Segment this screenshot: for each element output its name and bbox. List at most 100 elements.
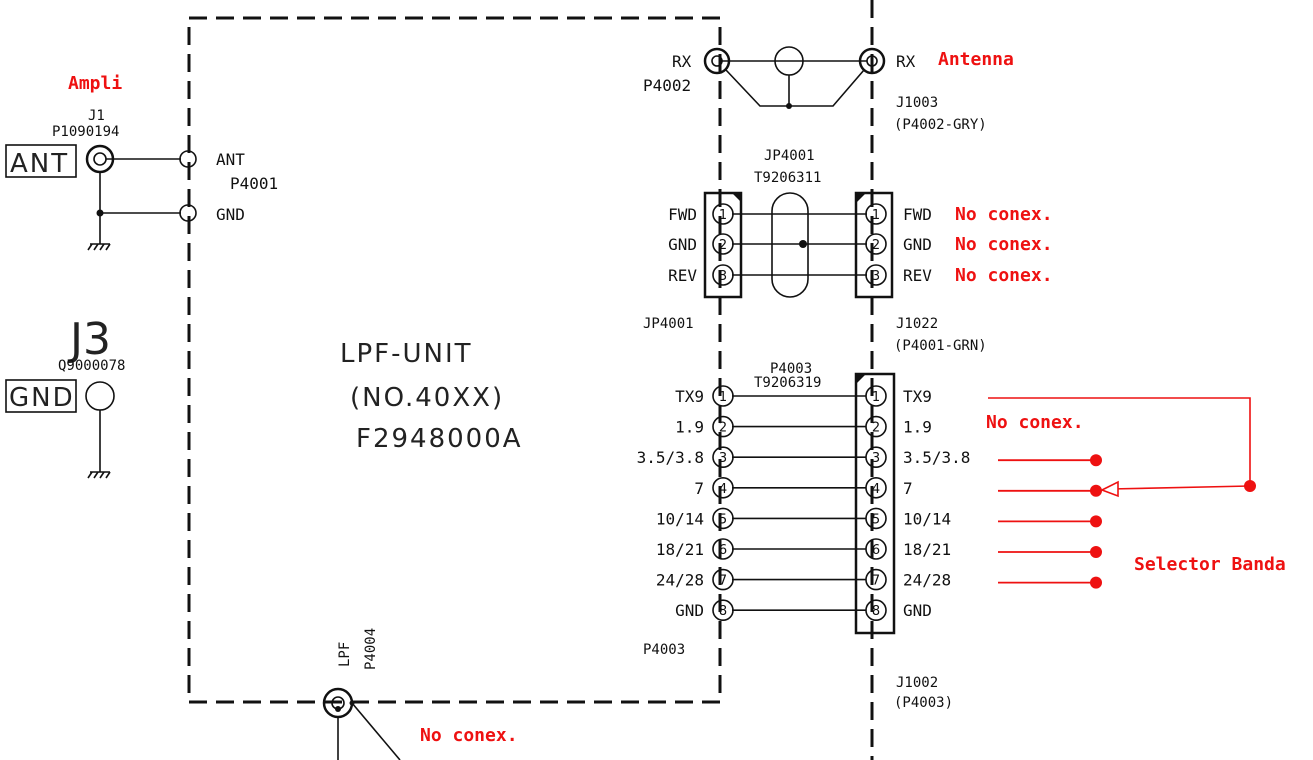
- pin-number: 7: [872, 574, 880, 589]
- p4003-bottom-label: P4003: [643, 642, 685, 658]
- j1002-right-pin: [865, 385, 887, 407]
- j1022-sub-label: (P4001-GRN): [894, 338, 987, 354]
- j3-part-label: Q9000078: [58, 358, 125, 374]
- pin-number: 4: [719, 482, 727, 497]
- ant-box-label: ANT: [10, 149, 69, 179]
- j3-label: J3: [67, 314, 111, 365]
- j3-ground-symbol: [87, 471, 111, 479]
- pin-number: 1: [719, 208, 727, 223]
- j1002-right-pin: [865, 415, 887, 438]
- j1002-pin1-marker: [856, 374, 866, 384]
- pin-number: 1: [719, 390, 727, 405]
- rx-shield-junction: [786, 103, 792, 109]
- unit-part-number: F2948000A: [356, 424, 523, 454]
- j1002-right-pin-label: 3.5/3.8: [903, 448, 970, 467]
- pin-number: 3: [719, 451, 727, 466]
- j1-label: J1: [88, 108, 105, 124]
- p4004-shield-lead: [351, 702, 401, 760]
- jp4001-right-pin: [865, 203, 887, 225]
- j1002-right-pin-label: 7: [903, 479, 913, 498]
- pin-number: 4: [872, 482, 880, 497]
- j1002-right-pin-label: TX9: [903, 387, 932, 406]
- pin-number: 3: [719, 269, 727, 284]
- selector-wiper-arrow: [1100, 480, 1119, 498]
- pin-number: 2: [872, 421, 880, 436]
- p4003-left-pin-label: 3.5/3.8: [637, 448, 704, 467]
- jp4001-right-pin: [865, 233, 887, 255]
- jp4001-right-connector: [854, 191, 894, 299]
- pin-number: 8: [872, 604, 880, 619]
- jp4001-left-pin: [712, 203, 734, 225]
- selector-band-lines: [998, 454, 1102, 589]
- lpf-label: LPF: [337, 642, 353, 667]
- jp4001-part-label: T9206311: [754, 170, 821, 186]
- j1002-connector: [854, 372, 896, 635]
- j1002-right-pin: [865, 568, 887, 591]
- j1003-label: J1003: [896, 95, 938, 111]
- jp4001-left-connector: [703, 191, 743, 299]
- jp4001-left-pin-label: FWD: [668, 205, 697, 224]
- ant-terminal: [179, 150, 197, 168]
- jp4001-bottom-label: JP4001: [643, 316, 694, 332]
- jp4001-right-pin: [865, 264, 887, 286]
- pin-number: 3: [872, 451, 880, 466]
- p4004-label: P4004: [363, 628, 379, 670]
- gnd-box-label: GND: [9, 383, 75, 413]
- j1002-label: J1002: [896, 675, 938, 691]
- jp4001-top-label: JP4001: [764, 148, 815, 164]
- selector-band-contact: [1090, 454, 1102, 467]
- p4003-left-pin-label: 18/21: [656, 540, 704, 559]
- p4003-left-pin-label: 7: [694, 479, 704, 498]
- p4002-label: P4002: [643, 76, 691, 95]
- p4003-left-pin-label: GND: [675, 601, 704, 620]
- jp4001-left-pin: [712, 233, 734, 255]
- p4003-left-pin: [712, 538, 734, 560]
- j1002-right-pin-label: 10/14: [903, 509, 951, 528]
- p4003-left-pin: [712, 385, 734, 407]
- pin-number: 1: [872, 390, 880, 405]
- jp4001-left-pin: [712, 264, 734, 286]
- pin-number: 1: [872, 208, 880, 223]
- tx9-feed-wire: [988, 397, 1251, 486]
- jp4001-right-pin-label: FWD: [903, 205, 932, 224]
- p4003-top-label: P4003: [770, 361, 812, 377]
- gnd-box: [5, 379, 77, 413]
- j1-coax-inner: [93, 152, 107, 166]
- rx-left-label: RX: [672, 52, 692, 71]
- p4004-center-dot: [335, 706, 341, 712]
- p4003-part-label: T9206319: [754, 375, 821, 391]
- jp4001-left-pin-label: REV: [668, 266, 697, 285]
- jp4001-left-pin1-marker: [732, 193, 741, 202]
- p4003-left-pin-label: 1.9: [675, 418, 704, 437]
- j1002-sub-label: (P4003): [894, 695, 953, 711]
- j1003-sub-label: (P4002-GRY): [894, 117, 987, 133]
- pin-number: 3: [872, 269, 880, 284]
- j1002-right-pin: [865, 446, 887, 469]
- selector-banda-label: Selector Banda: [1134, 554, 1286, 575]
- p4001-left-label: P4001: [230, 174, 278, 193]
- pin-number: 2: [719, 421, 727, 436]
- no-conex-note: No conex.: [955, 265, 1053, 286]
- selector-band-contact: [1090, 546, 1102, 558]
- j1002-right-pin: [865, 538, 887, 560]
- pin-number: 6: [719, 543, 727, 558]
- pin-number: 2: [719, 238, 727, 253]
- j1002-right-pin-label: 18/21: [903, 540, 951, 559]
- p4003-left-pin-label: 24/28: [656, 571, 704, 590]
- j3-terminal: [85, 381, 115, 411]
- rx-right-label: RX: [896, 52, 916, 71]
- pin-number: 5: [872, 512, 880, 527]
- pin-number: 6: [872, 543, 880, 558]
- ampli-label: Ampli: [68, 73, 122, 94]
- p4003-left-pin: [712, 507, 734, 530]
- tx9-no-conex-note: No conex.: [986, 412, 1084, 433]
- gnd-pin-label: GND: [216, 205, 245, 224]
- j1-ground-symbol: [87, 243, 111, 251]
- j1002-right-pin: [865, 507, 887, 530]
- p4003-left-pin: [712, 568, 734, 591]
- p4003-left-pin: [712, 476, 734, 499]
- pin-number: 7: [719, 574, 727, 589]
